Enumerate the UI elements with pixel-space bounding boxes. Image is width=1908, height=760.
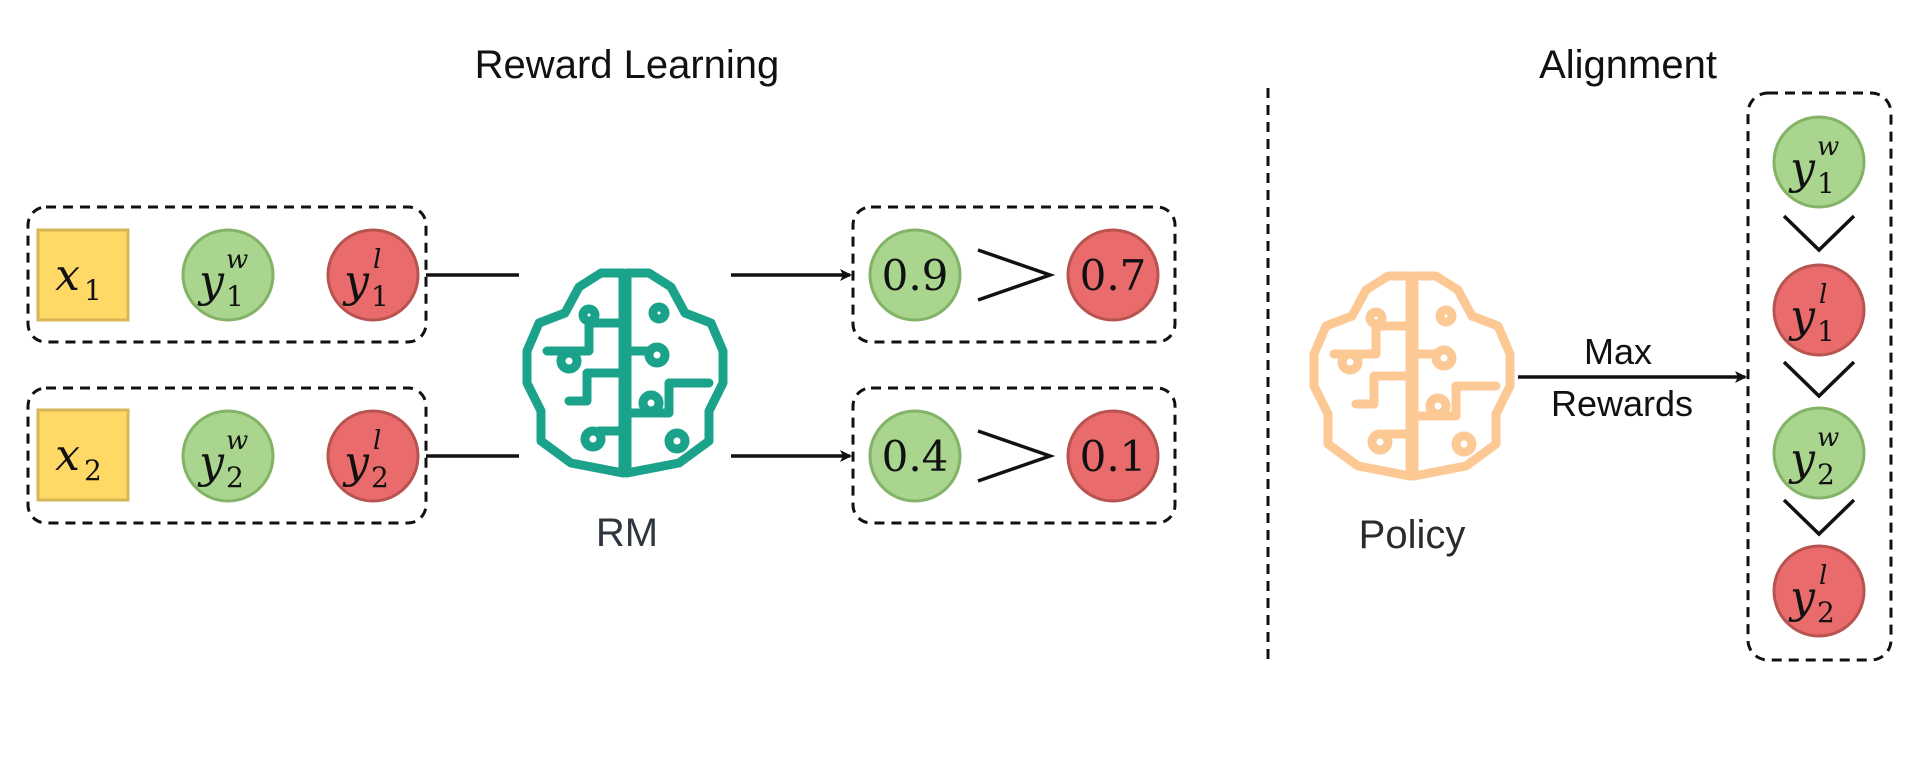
rm-label: RM	[596, 511, 658, 555]
alignment-title: Alignment	[1539, 43, 1717, 87]
ranking-superscript: w	[1817, 423, 1839, 453]
input-pair-2: x 2 y 2 w y 2 l	[26, 386, 428, 525]
rm-brain-icon	[519, 265, 731, 480]
prompt-subscript: 1	[84, 274, 102, 307]
policy-brain-icon	[1309, 271, 1515, 481]
winner-score: 0.9	[882, 251, 949, 300]
ranking-subscript: 2	[1817, 458, 1835, 491]
prompt-subscript: 2	[84, 454, 102, 487]
score-group-box-2	[851, 386, 1177, 525]
ranking-symbol: y	[1788, 434, 1816, 485]
greater-than-symbol	[1782, 498, 1856, 537]
winner-subscript: 2	[226, 461, 244, 494]
input-group-box-1	[26, 205, 428, 344]
ranking-symbol: y	[1788, 291, 1816, 342]
ranking-node-1: y 1 w	[1772, 115, 1866, 209]
greater-than-symbol	[1782, 360, 1856, 399]
input-group-box-2	[26, 386, 428, 525]
greater-than-symbol	[977, 429, 1056, 483]
loser-score: 0.7	[1080, 251, 1147, 300]
ranking-symbol: y	[1788, 572, 1816, 623]
ranking-superscript: l	[1819, 561, 1827, 591]
winner-score: 0.4	[882, 432, 949, 481]
loser-symbol: y	[342, 256, 370, 307]
max-rewards-label-line1: Max	[1584, 331, 1652, 372]
reward-learning-title: Reward Learning	[475, 43, 780, 87]
score-pair-1: 0.9 0.7	[851, 205, 1177, 344]
winner-score-node-1: 0.9	[868, 228, 962, 322]
winner-symbol: y	[197, 437, 225, 488]
prompt-symbol: x	[55, 250, 80, 301]
winner-superscript: w	[226, 426, 248, 456]
winner-score-node-2: 0.4	[868, 409, 962, 503]
loser-score: 0.1	[1080, 432, 1147, 481]
ranking-subscript: 1	[1817, 167, 1835, 200]
score-pair-2: 0.4 0.1	[851, 386, 1177, 525]
ranking-superscript: l	[1819, 280, 1827, 310]
ranking-group-box	[1746, 91, 1893, 662]
winner-node-1: y 1 w	[181, 228, 275, 322]
winner-subscript: 1	[226, 280, 244, 313]
input-pair-1: x 1 y 1 w y 1 l	[26, 205, 428, 344]
loser-score-node-1: 0.7	[1066, 228, 1160, 322]
greater-than-symbol	[977, 248, 1056, 302]
ranking-node-3: y 2 w	[1772, 406, 1866, 500]
loser-score-node-2: 0.1	[1066, 409, 1160, 503]
greater-than-symbol	[1782, 214, 1856, 253]
loser-subscript: 1	[371, 280, 389, 313]
ranking-subscript: 1	[1817, 315, 1835, 348]
loser-node-1: y 1 l	[326, 228, 420, 322]
loser-symbol: y	[342, 437, 370, 488]
ranking-node-4: y 2 l	[1772, 544, 1866, 638]
loser-superscript: l	[373, 245, 381, 275]
ranking-subscript: 2	[1817, 596, 1835, 629]
prompt-box-2: x 2	[36, 408, 130, 502]
prompt-symbol: x	[55, 430, 80, 481]
winner-symbol: y	[197, 256, 225, 307]
loser-node-2: y 2 l	[326, 409, 420, 503]
winner-superscript: w	[226, 245, 248, 275]
winner-node-2: y 2 w	[181, 409, 275, 503]
ranking-node-2: y 1 l	[1772, 263, 1866, 357]
ranking-symbol: y	[1788, 143, 1816, 194]
ranking-superscript: w	[1817, 132, 1839, 162]
score-group-box-1	[851, 205, 1177, 344]
policy-label: Policy	[1359, 513, 1466, 557]
loser-superscript: l	[373, 426, 381, 456]
loser-subscript: 2	[371, 461, 389, 494]
prompt-box-1: x 1	[36, 228, 130, 322]
max-rewards-label-line2: Rewards	[1551, 383, 1693, 424]
ranking-column: y 1 w y 1 l y 2 w y 2 l	[1746, 91, 1893, 662]
